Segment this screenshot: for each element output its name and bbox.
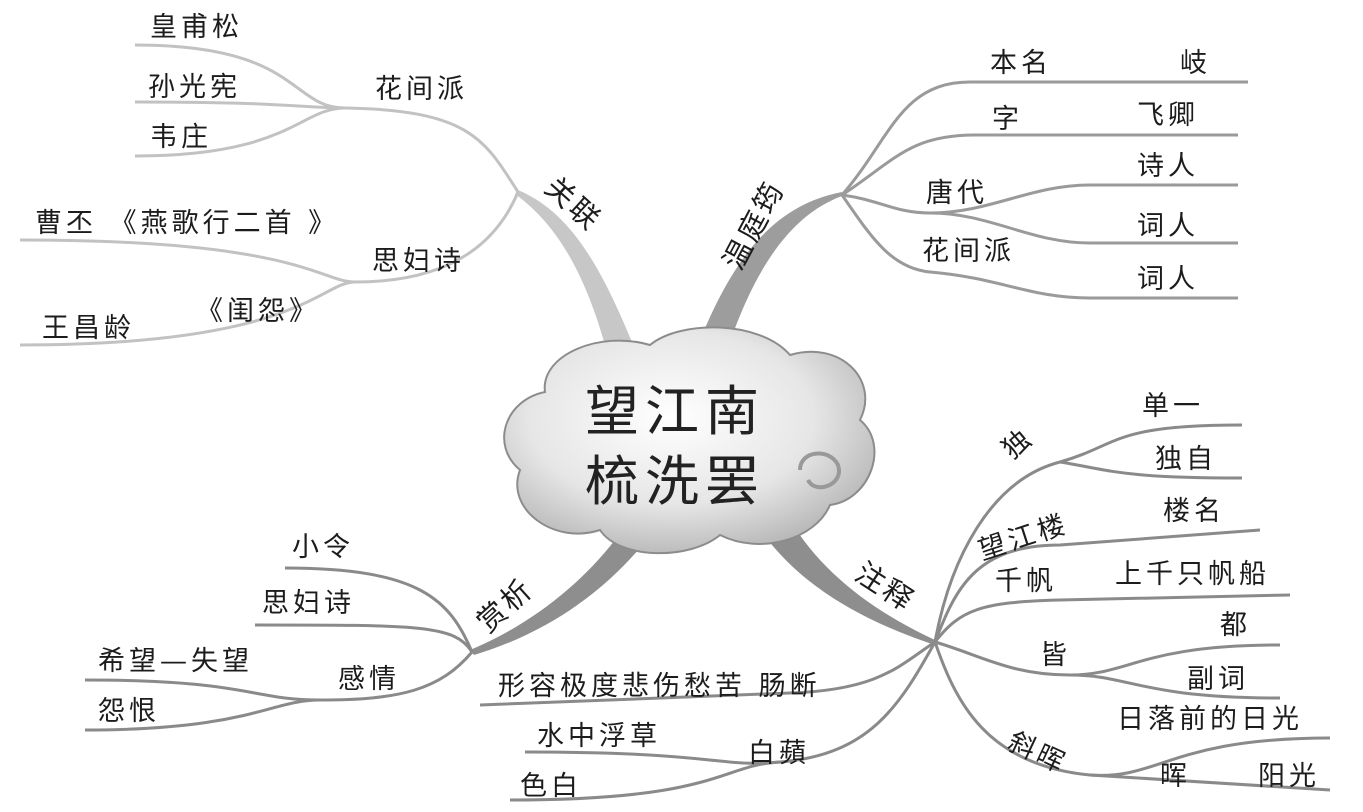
- node-xiaoling: 小令: [292, 532, 354, 563]
- node-benming: 本名: [990, 48, 1052, 79]
- center-title-line1: 望江南: [585, 380, 765, 443]
- node-sebai: 色白: [520, 771, 582, 802]
- node-xiwang: 希望—失望: [98, 646, 253, 677]
- node-changduan: 形容极度悲伤愁苦 肠断: [498, 671, 821, 702]
- node-baipin: 白蘋: [748, 738, 810, 769]
- node-tangdai: 唐代: [926, 178, 988, 209]
- node-wangjianglou: 望江楼: [975, 508, 1073, 566]
- node-caopi: 曹丕 《燕歌行二首 》: [35, 208, 339, 239]
- node-dou: 都: [1220, 610, 1251, 641]
- node-yuanhen: 怨恨: [98, 696, 160, 727]
- node-riluo: 日落前的日光: [1117, 704, 1303, 735]
- node-sifushi-shangxi: 思妇诗: [262, 588, 355, 619]
- node-huangfusong: 皇甫松: [150, 12, 243, 43]
- node-ganqing: 感情: [338, 664, 400, 695]
- node-yangguang: 阳光: [1258, 761, 1320, 792]
- node-fuci: 副词: [1187, 664, 1249, 695]
- node-weizhuang: 韦庄: [150, 122, 212, 153]
- node-ciren-1: 词人: [1137, 211, 1199, 242]
- node-sifushi-guanlian: 思妇诗: [372, 246, 465, 277]
- node-shiren: 诗人: [1137, 151, 1199, 182]
- node-duzi: 独自: [1155, 444, 1217, 475]
- node-qianfan: 千帆: [995, 566, 1057, 597]
- node-du: 独: [997, 422, 1041, 466]
- node-hui: 晖: [1160, 761, 1191, 792]
- node-shangqian: 上千只帆船: [1115, 559, 1270, 590]
- node-danyi: 单一: [1142, 391, 1204, 422]
- node-xiehui: 斜晖: [1003, 726, 1072, 780]
- node-qi: 岐: [1180, 48, 1211, 79]
- node-huajianpai-guanlian: 花间派: [375, 74, 468, 105]
- node-louming: 楼名: [1163, 496, 1225, 527]
- center-title-line2: 梳洗罢: [585, 450, 765, 513]
- node-feiqing: 飞卿: [1137, 100, 1199, 131]
- node-jie: 皆: [1040, 640, 1071, 671]
- node-guiyuan: 《闺怨》: [196, 296, 320, 327]
- node-huajianpai-wen: 花间派: [922, 236, 1015, 267]
- node-ciren-2: 词人: [1137, 264, 1199, 295]
- node-shuizhong: 水中浮草: [537, 721, 661, 752]
- node-wangchangling: 王昌龄: [42, 313, 135, 344]
- node-sunguangxian: 孙光宪: [148, 72, 241, 103]
- branch-label-guanlian: 关联: [538, 170, 608, 238]
- node-zi: 字: [992, 104, 1023, 135]
